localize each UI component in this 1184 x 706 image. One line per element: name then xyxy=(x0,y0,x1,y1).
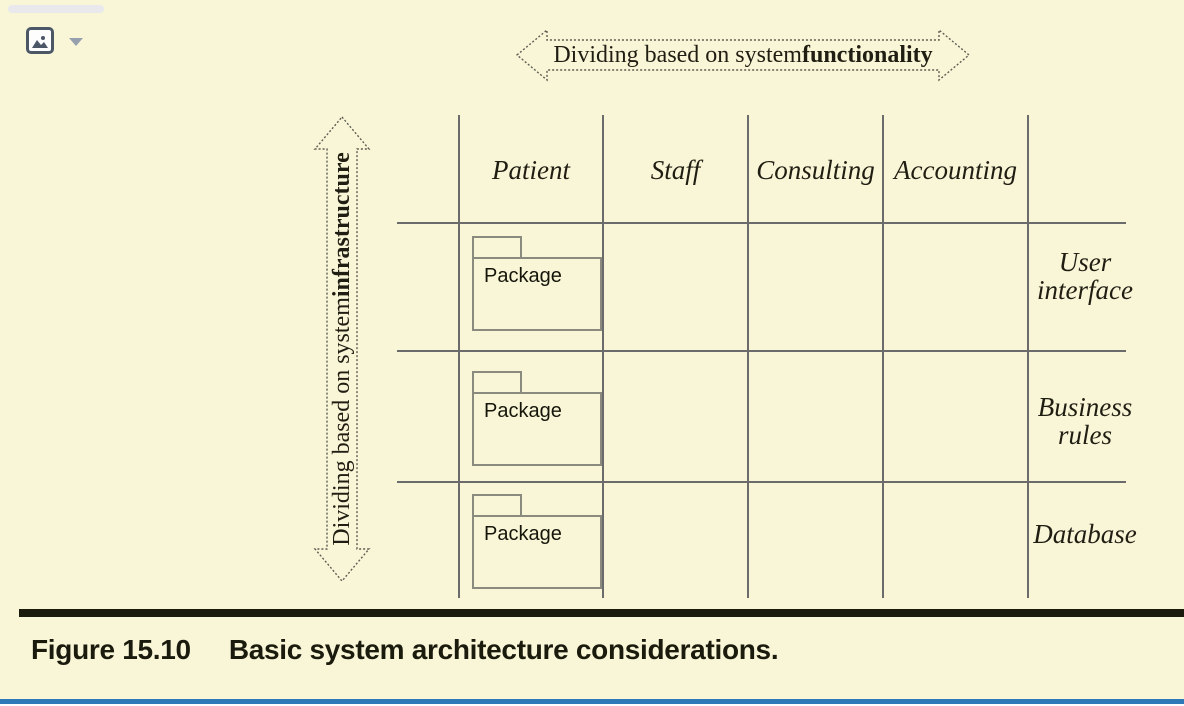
grid-hline-1 xyxy=(397,222,1126,224)
package-tab xyxy=(472,371,522,392)
column-header-staff: Staff xyxy=(650,154,701,185)
grid-vline-1 xyxy=(458,115,460,598)
functionality-arrow-label: Dividing based on system functionality xyxy=(515,28,971,82)
package-body: Package xyxy=(472,257,602,331)
functionality-label-prefix: Dividing based on system xyxy=(553,41,802,68)
functionality-arrow xyxy=(515,28,971,82)
figure-caption-text: Basic system architecture considerations… xyxy=(228,634,779,665)
package-patient-database: Package xyxy=(472,494,602,589)
column-header-consulting: Consulting xyxy=(756,154,875,185)
package-body: Package xyxy=(472,392,602,466)
package-patient-user-interface: Package xyxy=(472,236,602,331)
window-bottom-border xyxy=(0,699,1184,704)
grid-hline-2 xyxy=(397,350,1126,352)
infrastructure-arrow xyxy=(313,115,371,583)
grid-vline-3 xyxy=(747,115,749,598)
functionality-label-bold: functionality xyxy=(801,41,933,68)
column-header-accounting: Accounting xyxy=(894,154,1017,185)
infrastructure-label-prefix: Dividing based on system xyxy=(328,297,355,546)
chevron-down-icon[interactable] xyxy=(69,38,83,46)
figure-caption-label: Figure 15.10 xyxy=(31,634,191,665)
picture-glyph xyxy=(32,35,48,48)
caption-rule xyxy=(19,609,1184,617)
grid-vline-5 xyxy=(1027,115,1029,598)
image-icon[interactable] xyxy=(26,27,54,54)
page-edge xyxy=(0,704,1184,706)
grid-vline-4 xyxy=(882,115,884,598)
column-header-patient: Patient xyxy=(492,154,570,185)
figure-caption: Figure 15.10 Basic system architecture co… xyxy=(31,634,779,666)
toolbar-handle xyxy=(8,5,104,13)
row-label-business-rules: Business rules xyxy=(1037,392,1133,451)
grid-vline-2 xyxy=(602,115,604,598)
package-patient-business-rules: Package xyxy=(472,371,602,466)
row-label-user-interface: User interface xyxy=(1037,247,1133,306)
infrastructure-label-bold: infrastructure xyxy=(328,152,355,298)
infrastructure-arrow-label: Dividing based on system infrastructure xyxy=(328,119,356,579)
package-tab xyxy=(472,494,522,515)
row-label-database: Database xyxy=(1033,519,1137,549)
package-tab xyxy=(472,236,522,257)
package-body: Package xyxy=(472,515,602,589)
grid-hline-3 xyxy=(397,481,1126,483)
